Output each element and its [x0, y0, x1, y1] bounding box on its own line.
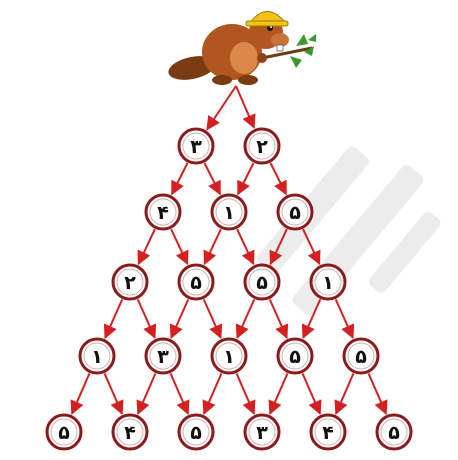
- arrow-3-4-to-4-4: [336, 373, 353, 413]
- arrow-2-3-to-3-4: [336, 299, 353, 337]
- arrow-1-0-to-2-1: [171, 229, 187, 264]
- pyramid-node: ۵: [179, 415, 213, 449]
- pyramid-node: ۵: [344, 339, 378, 373]
- arrow-0-1-to-1-1: [238, 163, 254, 194]
- arrow-start-1: [236, 86, 254, 128]
- arrow-1-0-to-2-0: [139, 229, 155, 264]
- arrow-3-3-to-4-3: [270, 373, 287, 413]
- node-value: ۱: [322, 272, 334, 294]
- pyramid-node: ۵: [377, 415, 411, 449]
- node-value: ۵: [58, 422, 70, 444]
- pyramid-node: ۵: [47, 415, 81, 449]
- node-value: ۳: [256, 422, 268, 444]
- node-value: ۵: [256, 272, 268, 294]
- pyramid-node: ۳: [179, 129, 213, 163]
- node-value: ۱: [223, 346, 235, 368]
- arrow-start-0: [207, 86, 236, 129]
- arrow-1-1-to-2-1: [205, 229, 221, 264]
- node-value: ۲: [256, 136, 268, 158]
- arrow-3-3-to-4-4: [303, 373, 320, 413]
- arrow-3-2-to-4-3: [237, 373, 254, 413]
- arrow-2-2-to-3-2: [237, 299, 254, 337]
- arrow-3-4-to-4-5: [369, 373, 386, 413]
- pyramid-node: ۵: [278, 195, 312, 229]
- pyramid-node: ۳: [146, 339, 180, 373]
- arrow-3-0-to-4-1: [105, 373, 122, 413]
- pyramid-node: ۳: [245, 415, 279, 449]
- node-value: ۵: [190, 272, 202, 294]
- node-value: ۵: [190, 422, 202, 444]
- node-value: ۵: [289, 202, 301, 224]
- arrow-3-1-to-4-1: [138, 373, 155, 413]
- arrow-3-1-to-4-2: [171, 373, 188, 413]
- arrow-2-0-to-3-0: [105, 299, 122, 337]
- node-value: ۲: [124, 272, 136, 294]
- arrow-3-0-to-4-0: [72, 373, 89, 413]
- pyramid-node: ۴: [146, 195, 180, 229]
- arrow-0-0-to-1-0: [172, 163, 188, 194]
- arrow-3-2-to-4-2: [204, 373, 221, 413]
- arrow-2-1-to-3-1: [171, 299, 188, 337]
- arrow-0-0-to-1-1: [204, 163, 220, 194]
- pyramid-node: ۲: [245, 129, 279, 163]
- node-value: ۴: [157, 202, 169, 224]
- pyramid-node: ۵: [245, 265, 279, 299]
- arrow-0-1-to-1-2: [270, 163, 286, 194]
- node-value: ۵: [388, 422, 400, 444]
- arrow-2-2-to-3-3: [270, 299, 287, 337]
- pyramid-node: ۱: [311, 265, 345, 299]
- pyramid-node: ۴: [311, 415, 345, 449]
- pyramid-node: ۱: [80, 339, 114, 373]
- arrow-1-1-to-2-2: [237, 229, 253, 264]
- node-value: ۱: [91, 346, 103, 368]
- pyramid-node: ۴: [113, 415, 147, 449]
- beaver-icon: [166, 11, 316, 85]
- node-value: ۱: [223, 202, 235, 224]
- watermark: [255, 144, 443, 317]
- arrow-2-0-to-3-1: [138, 299, 155, 337]
- pyramid-node: ۲: [113, 265, 147, 299]
- arrow-1-2-to-2-3: [303, 229, 319, 264]
- pyramid-node: ۱: [212, 195, 246, 229]
- node-value: ۵: [289, 346, 301, 368]
- node-value: ۳: [190, 136, 202, 158]
- node-value: ۴: [124, 422, 136, 444]
- node-value: ۴: [322, 422, 334, 444]
- node-value: ۳: [157, 346, 169, 368]
- pyramid-node: ۱: [212, 339, 246, 373]
- pyramid-node: ۵: [179, 265, 213, 299]
- arrow-2-1-to-3-2: [204, 299, 221, 337]
- pyramid-node: ۵: [278, 339, 312, 373]
- node-value: ۵: [355, 346, 367, 368]
